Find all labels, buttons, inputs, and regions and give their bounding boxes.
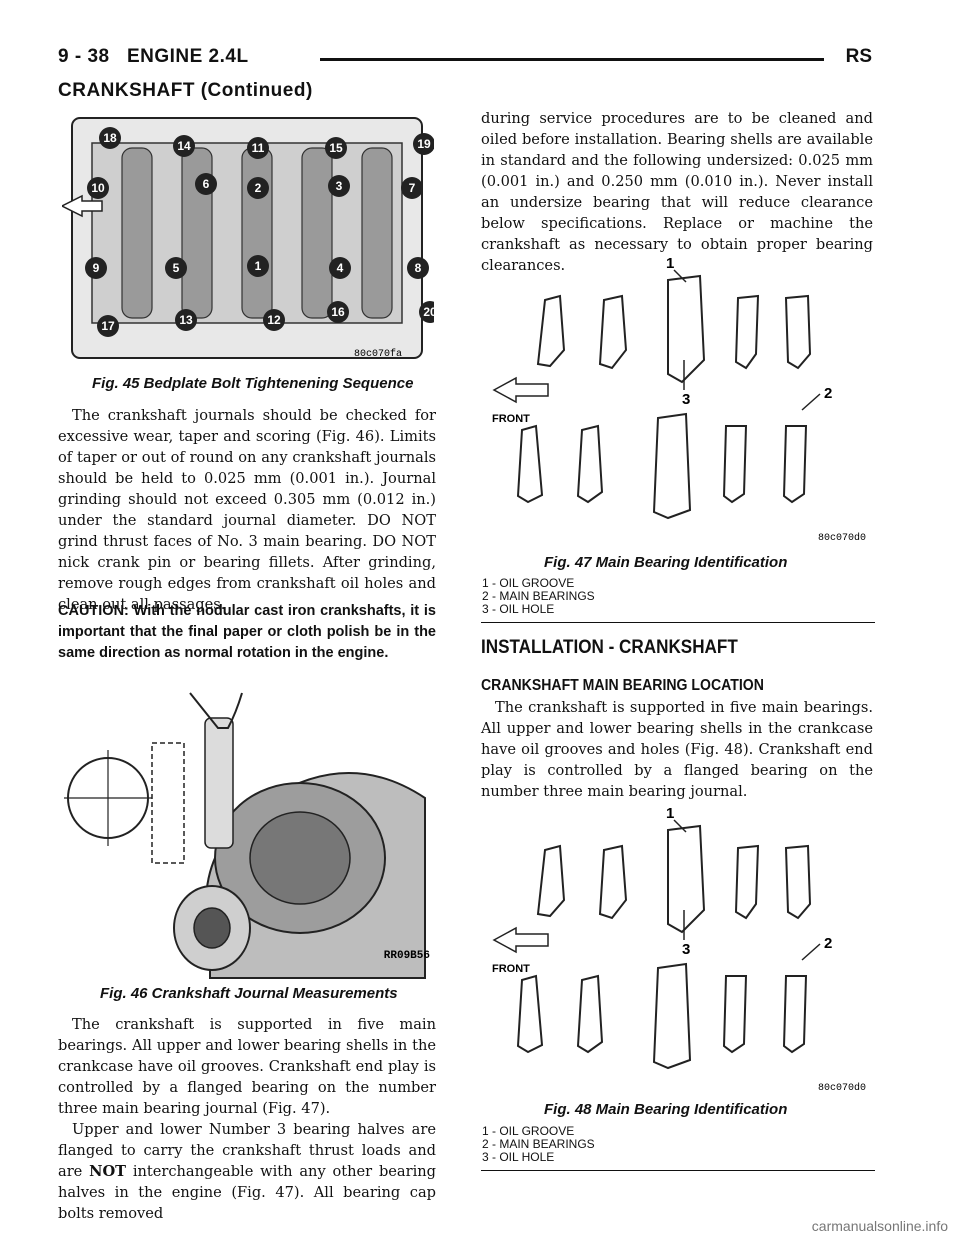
fig46-illustration: RR09B56 [60,688,438,980]
left-paragraph-1: The crankshaft journals should be checke… [58,405,436,615]
flange-text: Upper and lower Number 3 bearing halves … [58,1119,436,1224]
fig46-caption: Fig. 46 Crankshaft Journal Measurements [100,985,398,1002]
bolt-12: 12 [267,313,281,327]
fig46-code: RR09B56 [384,950,430,962]
right-paragraph-1: during service procedures are to be clea… [481,108,873,276]
bolt-2: 2 [255,181,262,195]
fig48-legend-2: 2 - MAIN BEARINGS [482,1137,595,1151]
fig47-rule [481,622,875,623]
journal-check-text: The crankshaft journals should be checke… [58,407,436,613]
flange-text-bold: NOT [89,1163,127,1180]
fig47-front-label: FRONT [492,413,530,425]
fig48-illustration: FRONT 1 2 3 80c070d0 [490,800,874,1100]
page-header: 9 - 38 ENGINE 2.4L RS [58,42,872,78]
bolt-15: 15 [329,141,343,155]
bolt-17: 17 [101,319,115,333]
flange-text-b: interchangeable with any other bearing h… [58,1163,437,1222]
header-rule [320,58,824,61]
bolt-10: 10 [91,181,105,195]
section-title: ENGINE 2.4L [126,46,249,67]
fig48-callout-2: 2 [824,935,832,952]
fig47-callout-1: 1 [666,255,674,272]
fig47-legend-2: 2 - MAIN BEARINGS [482,589,595,603]
bolt-3: 3 [336,179,343,193]
bolt-badges: 18 14 11 15 19 10 6 2 3 7 9 5 1 4 8 17 1… [85,127,441,337]
installation-heading: INSTALLATION - CRANKSHAFT [481,637,738,658]
flange-text-a: Upper and lower Number 3 bearing halves … [58,1121,436,1180]
continued-heading: CRANKSHAFT (Continued) [58,80,313,101]
bolt-20: 20 [423,305,434,319]
bolt-16: 16 [331,305,345,319]
fig45-illustration: 18 14 11 15 19 10 6 2 3 7 9 5 1 4 8 17 1… [60,108,441,372]
left-paragraph-2: The crankshaft is supported in five main… [58,1014,436,1224]
main-bearing-location-text: The crankshaft is supported in five main… [481,699,873,800]
installation-paragraph: The crankshaft is supported in five main… [481,697,873,802]
fig48-front-label: FRONT [492,963,530,975]
bolt-19: 19 [417,137,431,151]
page-ref: 9 - 38 [58,46,110,67]
fig45-caption: Fig. 45 Bedplate Bolt Tightenening Seque… [92,375,414,392]
fig45-code: 80c070fa [354,348,402,360]
header-left: 9 - 38 ENGINE 2.4L [58,46,249,68]
bolt-7: 7 [409,181,416,195]
bolt-18: 18 [103,131,117,145]
watermark: carmanualsonline.info [811,1218,948,1234]
fig47-code: 80c070d0 [818,532,866,544]
fig47-caption: Fig. 47 Main Bearing Identification [544,554,788,571]
fig48-legend-3: 3 - OIL HOLE [482,1150,555,1164]
fig47-legend-3: 3 - OIL HOLE [482,602,555,616]
fig48-code: 80c070d0 [818,1082,866,1094]
bolt-14: 14 [177,139,191,153]
bearing-service-text: during service procedures are to be clea… [481,110,873,274]
fig47-callout-3: 3 [682,391,690,408]
bolt-4: 4 [337,261,344,275]
fig48-legend: 1 - OIL GROOVE 2 - MAIN BEARINGS 3 - OIL… [482,1125,595,1164]
bolt-13: 13 [179,313,193,327]
fig47-illustration: FRONT 1 2 3 80c070d0 [490,250,874,550]
fig47-callout-2: 2 [824,385,832,402]
bolt-8: 8 [415,261,422,275]
fig48-callout-3: 3 [682,941,690,958]
fig47-legend-1: 1 - OIL GROOVE [482,576,575,590]
bolt-11: 11 [252,141,265,155]
fig48-caption: Fig. 48 Main Bearing Identification [544,1101,788,1118]
fig48-callout-1: 1 [666,805,674,822]
installation-subheading: CRANKSHAFT MAIN BEARING LOCATION [481,677,764,694]
fig48-rule [481,1170,875,1171]
model-code: RS [845,46,872,67]
fig47-legend: 1 - OIL GROOVE 2 - MAIN BEARINGS 3 - OIL… [482,577,595,616]
fig48-legend-1: 1 - OIL GROOVE [482,1124,575,1138]
caution-note: CAUTION: With the nodular cast iron cran… [58,603,436,661]
bolt-6: 6 [203,177,210,191]
bolt-1: 1 [255,259,262,273]
bolt-9: 9 [93,261,100,275]
support-text: The crankshaft is supported in five main… [58,1016,436,1117]
bolt-5: 5 [173,261,180,275]
